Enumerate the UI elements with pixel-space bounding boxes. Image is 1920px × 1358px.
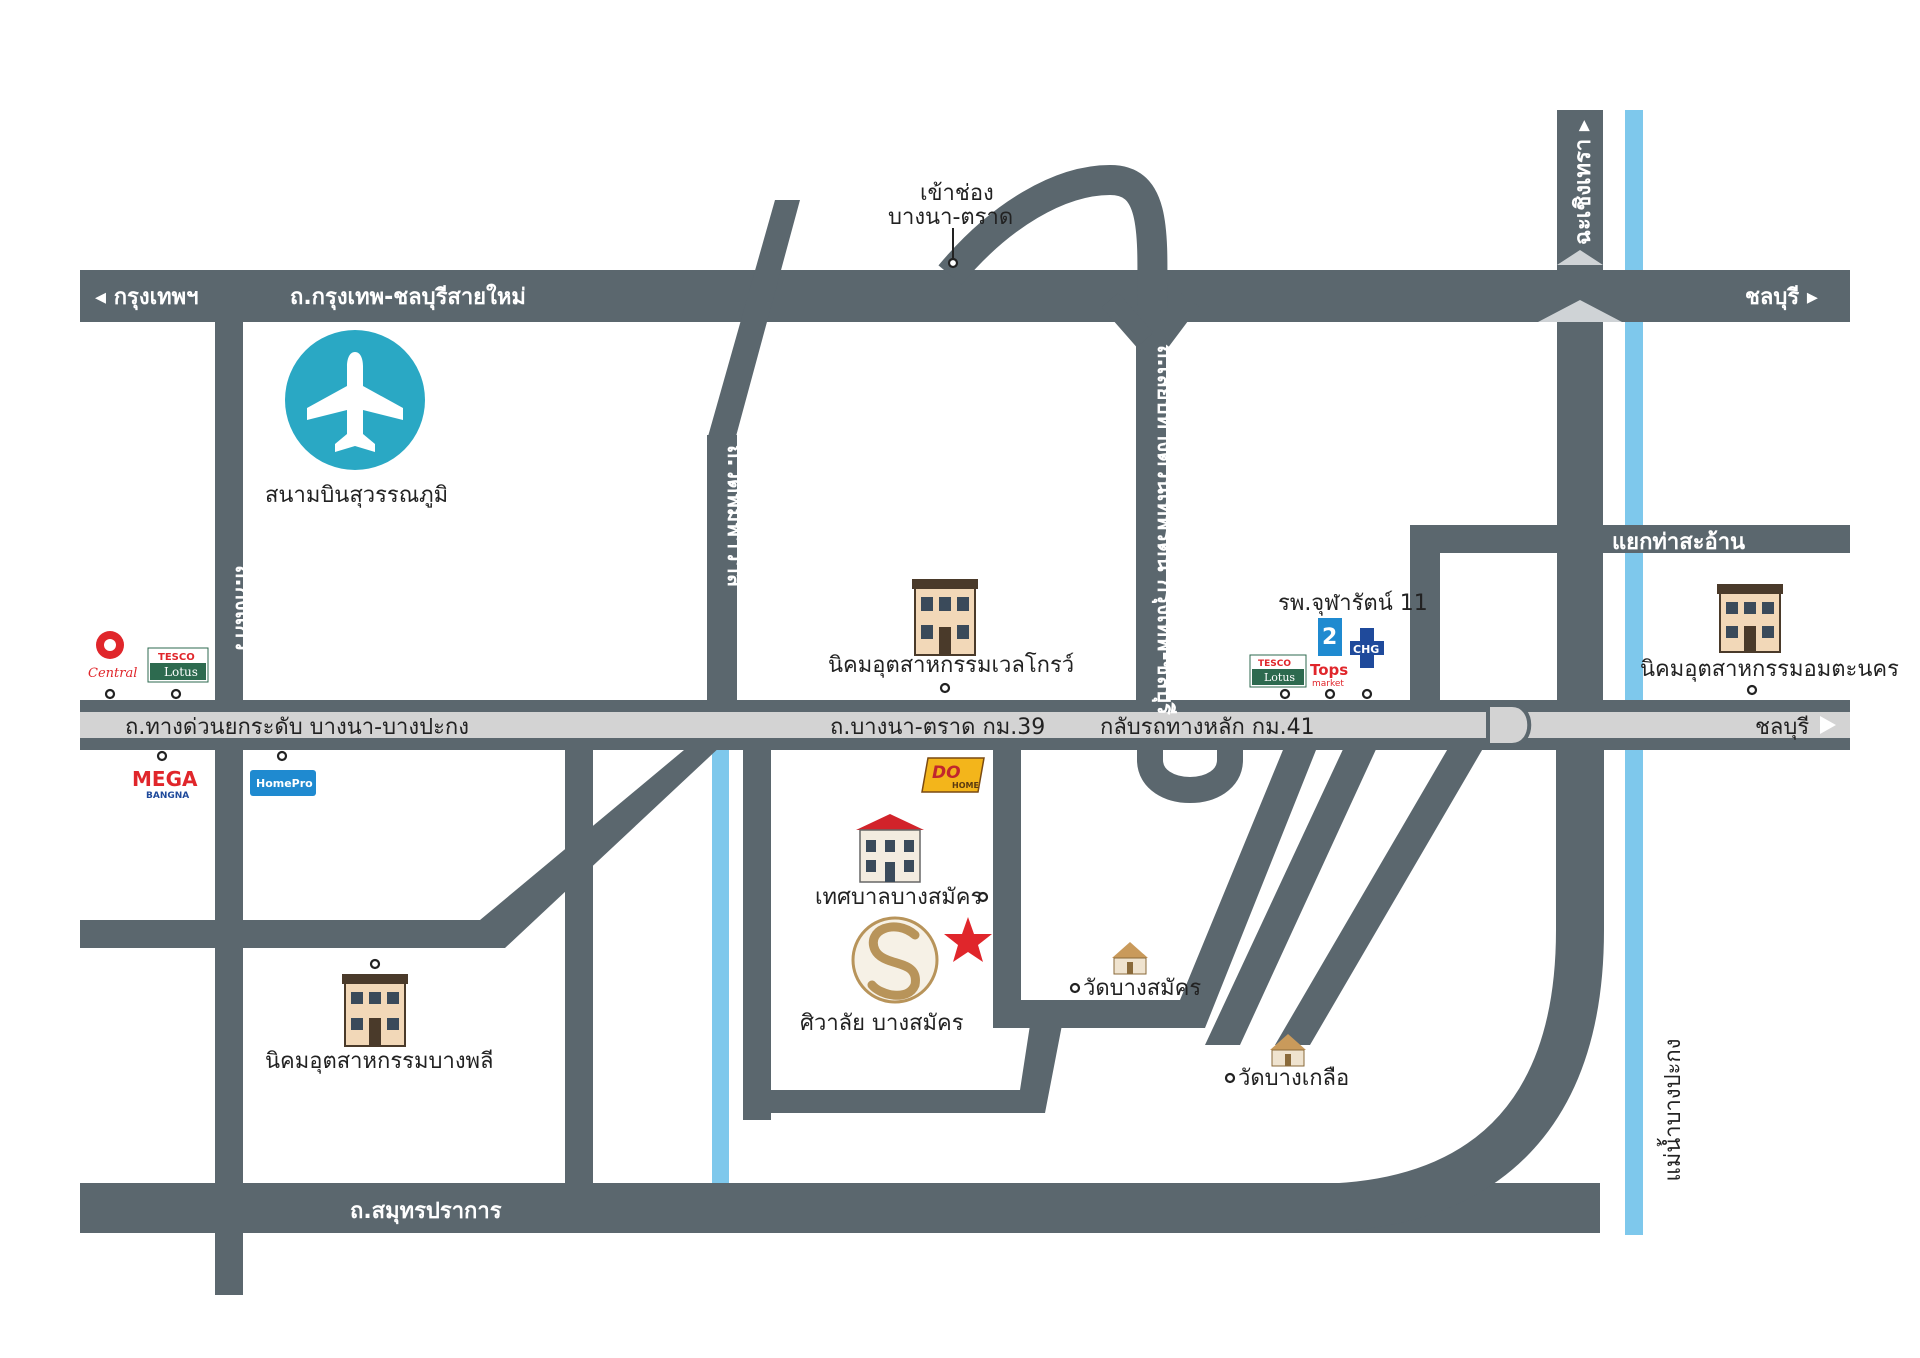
- svg-text:BANGNA: BANGNA: [146, 791, 189, 801]
- expressway-bangna-bangpakong[interactable]: [80, 712, 1850, 738]
- pin-mega-bangna: [156, 750, 168, 762]
- central-logo-icon: Central: [88, 631, 137, 681]
- tesco-lotus-logo-icon: TESCO Lotus: [1249, 654, 1307, 688]
- road-municipal-east[interactable]: [993, 745, 1021, 1025]
- label-municipality: เทศบาลบางสมัคร: [815, 885, 982, 910]
- building-icon: [1717, 584, 1783, 653]
- label-wellgrow: นิคมอุตสาหกรรมเวลโกรว์: [828, 652, 1074, 678]
- svg-text:HOME: HOME: [952, 781, 979, 790]
- overpass-bottom: [1538, 300, 1622, 322]
- star-icon: [944, 917, 992, 962]
- svg-text:TESCO: TESCO: [158, 652, 195, 663]
- temple-icon: [1270, 1034, 1306, 1067]
- road-chachoengsao[interactable]: [1557, 110, 1603, 750]
- label-tha-sa-an: แยกท่าสะอ้าน: [1612, 530, 1745, 555]
- label-thepparat: ถ.เลียบทางด่วนเทพรัตน์ กรุงเทพ-ชลบุรี: [1151, 345, 1178, 715]
- svg-text:Lotus: Lotus: [1264, 671, 1295, 684]
- road-wat-phimpha[interactable]: [707, 435, 737, 705]
- label-chularat-hospital: รพ.จุฬารัตน์ 11: [1278, 591, 1428, 616]
- sivalai-logo-icon: [851, 916, 939, 1004]
- label-wat-bang-kluea: วัดบางเกลือ: [1238, 1066, 1349, 1091]
- road-vertical-central[interactable]: [565, 745, 593, 1190]
- road-chachoengsao-loop[interactable]: [1100, 740, 1604, 1232]
- road-wat-phimpha-upper[interactable]: [707, 200, 800, 440]
- label-samut-prakan-road: ถ.สมุทรปราการ: [350, 1199, 502, 1225]
- label-bang-pakong-river: แม่น้ำบางปะกง: [1657, 1039, 1686, 1182]
- airport-icon: [285, 330, 425, 470]
- svg-text:Central: Central: [88, 666, 137, 681]
- svg-text:DO: DO: [932, 763, 961, 783]
- label-bangna-trad: ถ.บางนา-ตราด กม.39: [830, 715, 1045, 740]
- pin-chularat-hospital: [1361, 688, 1373, 700]
- svg-text:Lotus: Lotus: [164, 665, 198, 679]
- label-chachoengsao: ฉะเชิงเทรา ▸: [1571, 120, 1596, 245]
- pin-interchange: [947, 257, 959, 269]
- mega-bangna-logo-icon: MEGA BANGNA: [132, 767, 198, 801]
- road-tha-sa-an[interactable]: [1410, 525, 1850, 553]
- pin-central: [104, 688, 116, 700]
- building-icon: [912, 579, 978, 656]
- road-tha-sa-an-link[interactable]: [1410, 525, 1440, 710]
- pin-homepro: [276, 750, 288, 762]
- label-wat-bang-samak: วัดบางสมัคร: [1083, 976, 1201, 1001]
- label-king-kaeo: ถ.กิ่งแก้ว: [230, 565, 260, 651]
- pin-wat-bang-samak: [1069, 982, 1081, 994]
- pin-amata: [1746, 684, 1758, 696]
- municipality-building-icon: [856, 814, 924, 883]
- arrow-right-icon: [1820, 716, 1836, 734]
- tops-market-logo-icon: Tops market: [1308, 660, 1352, 689]
- label-expressway: ถ.ทางด่วนยกระดับ บางนา-บางปะกง: [125, 715, 469, 740]
- label-suvarnabhumi-airport: สนามบินสุวรรณภูมิ: [265, 483, 448, 508]
- interchange-ramp-right[interactable]: [1151, 293, 1199, 347]
- label-bangplee: นิคมอุตสาหกรรมบางพลี: [265, 1049, 494, 1074]
- expressway-end-cap: [1486, 703, 1532, 747]
- road-municipal-west[interactable]: [743, 745, 771, 1120]
- pin-bangplee: [369, 958, 381, 970]
- label-sivalai: ศิวาลัย บางสมัคร: [800, 1011, 964, 1036]
- svg-text:market: market: [1312, 679, 1344, 689]
- svg-text:MEGA: MEGA: [132, 767, 198, 791]
- river-bang-pakong: [1625, 110, 1643, 1235]
- label-u-turn: กลับรถทางหลัก กม.41: [1100, 715, 1315, 740]
- svg-text:HomePro: HomePro: [256, 777, 313, 790]
- label-to-chonburi-expressway: ชลบุรี: [1755, 715, 1809, 740]
- dohome-logo-icon: DO HOME: [921, 757, 985, 793]
- canal-left: [712, 745, 729, 1185]
- building-icon: [342, 974, 408, 1047]
- pin-wellgrow: [939, 682, 951, 694]
- pin-wat-bang-kluea: [1224, 1072, 1236, 1084]
- road-municipal-loop[interactable]: [743, 1025, 1062, 1113]
- label-interchange-line2: บางนา-ตราด: [888, 205, 1013, 230]
- homepro-logo-icon: HomePro: [250, 770, 316, 796]
- road-thepparat[interactable]: [1136, 320, 1166, 710]
- pin-tops-market: [1324, 688, 1336, 700]
- svg-text:Tops: Tops: [1310, 661, 1348, 679]
- road-diagonal-east-2[interactable]: [1275, 745, 1485, 1045]
- temple-icon: [1112, 942, 1148, 975]
- label-to-chonburi-top: ชลบุรี ▸: [1745, 285, 1818, 311]
- tesco-lotus-logo-icon: TESCO Lotus: [147, 647, 209, 683]
- label-to-bangkok: ◂ กรุงเทพฯ: [95, 285, 198, 311]
- u-turn-km41[interactable]: [1137, 745, 1243, 803]
- pin-municipality: [977, 891, 989, 903]
- road-diagonal-east-1[interactable]: [1205, 745, 1378, 1045]
- road-wat-bang-samak-lane[interactable]: [993, 745, 1318, 1028]
- pin-tesco-lotus-right: [1279, 688, 1291, 700]
- chg-logo-icon: CHG: [1350, 628, 1384, 668]
- interchange-ramp-left[interactable]: [1101, 292, 1154, 348]
- pin-tesco-lotus-left: [170, 688, 182, 700]
- svg-text:CHG: CHG: [1353, 643, 1379, 656]
- label-amata-nakorn: นิคมอุตสาหกรรมอมตะนคร: [1640, 657, 1899, 682]
- svg-text:2: 2: [1322, 625, 1337, 650]
- road-king-kaeo[interactable]: [215, 320, 243, 1295]
- interchange-bangna-trad-loop[interactable]: [938, 164, 1168, 331]
- label-wat-phimpha: ถ.วัดพิมพาวาส: [722, 445, 747, 588]
- overpass-top: [1557, 250, 1603, 265]
- svg-text:TESCO: TESCO: [1258, 659, 1291, 669]
- chularat-hospital-logo-icon: 2: [1318, 618, 1342, 656]
- road-diagonal-west[interactable]: [80, 745, 722, 948]
- label-interchange-line1: เข้าช่อง: [920, 181, 994, 206]
- label-bangkok-chonburi-road: ถ.กรุงเทพ-ชลบุรีสายใหม่: [290, 283, 526, 311]
